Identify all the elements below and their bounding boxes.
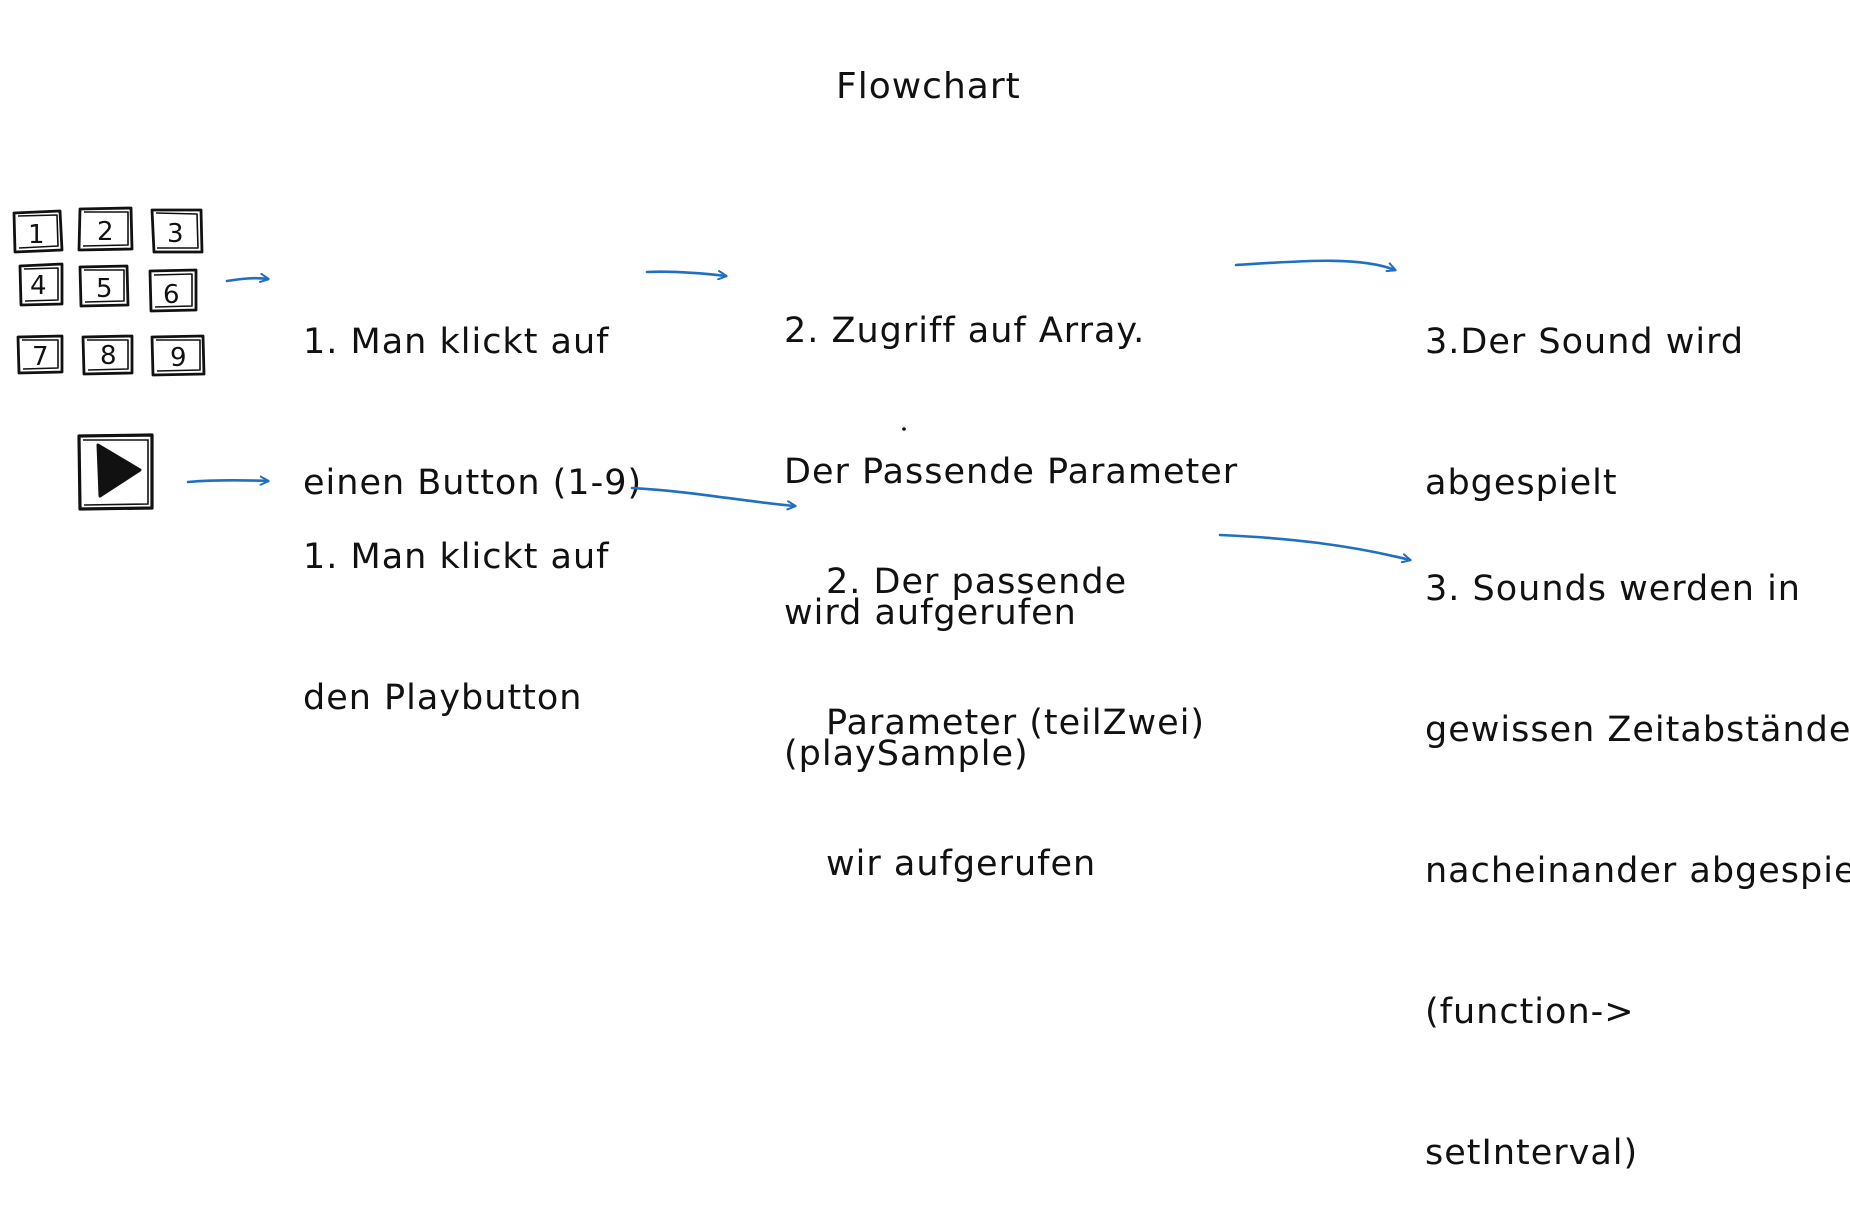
- row2-step2-line1: 2. Der passende: [826, 562, 1128, 602]
- row2-step2-line3: wir aufgerufen: [826, 844, 1097, 884]
- row2-step1-text: 1. Man klickt auf den Playbutton: [303, 440, 610, 769]
- row2-step3-line1: 3. Sounds werden in: [1425, 569, 1801, 609]
- numeric-keypad-icon: 1 2 3 4 5 6 7: [12, 206, 206, 377]
- row1-step1-text: 1. Man klickt auf einen Button (1-9): [303, 225, 642, 554]
- keypad-key-7: 7: [16, 334, 64, 375]
- row1-step2-line3: wird aufgerufen: [784, 593, 1077, 633]
- row2-step3-line5: setInterval): [1425, 1133, 1639, 1173]
- keypad-key-9: 9: [150, 334, 206, 377]
- keypad-key-2-label: 2: [97, 217, 114, 247]
- row1-arrow-step2-to-step3: [1234, 259, 1395, 270]
- row1-step2-line2: Der Passende Parameter: [784, 452, 1239, 492]
- diagram-title: Flowchart: [836, 66, 1021, 107]
- keypad-key-4-label: 4: [30, 271, 47, 301]
- keypad-key-5: 5: [78, 264, 130, 308]
- keypad-key-4: 4: [18, 262, 64, 307]
- keypad-key-1-label: 1: [28, 220, 45, 250]
- keypad-key-9-label: 9: [170, 343, 187, 373]
- row2-step1-line1: 1. Man klickt auf: [303, 537, 610, 577]
- row2-step3-line3: nacheinander abgespielt: [1425, 851, 1850, 891]
- row2-arrow-step2-to-step3: [1218, 533, 1410, 560]
- stray-dot: [902, 427, 906, 431]
- row2-arrow-step1-to-step2: [630, 486, 795, 506]
- play-button-icon: [77, 433, 154, 511]
- row1-step3-line2: abgespielt: [1425, 463, 1618, 503]
- keypad-key-6: 6: [148, 268, 198, 313]
- keypad-key-3: 3: [150, 208, 204, 254]
- row1-step1-line1: 1. Man klickt auf: [303, 322, 610, 362]
- keypad-key-2: 2: [77, 206, 134, 252]
- keypad-key-3-label: 3: [167, 219, 184, 249]
- keypad-key-6-label: 6: [163, 280, 180, 310]
- row1-step2-text: 2. Zugriff auf Array. Der Passende Param…: [784, 214, 1238, 825]
- row1-step3-text: 3.Der Sound wird abgespielt: [1425, 225, 1744, 554]
- keypad-key-8-label: 8: [100, 341, 117, 371]
- diagram-canvas: 1 2 3 4 5 6 7: [12, 206, 1850, 735]
- row1-step1-line2: einen Button (1-9): [303, 463, 643, 503]
- row2-step1-line2: den Playbutton: [303, 678, 583, 718]
- row1-step3-line1: 3.Der Sound wird: [1425, 322, 1745, 362]
- row1-arrow-step1-to-step2: [645, 272, 726, 276]
- keypad-key-7-label: 7: [32, 342, 49, 372]
- row1-arrow-keypad-to-step1: [225, 278, 268, 281]
- row2-step3-line4: (function->: [1425, 992, 1635, 1032]
- keypad-key-5-label: 5: [96, 274, 113, 304]
- keypad-key-1: 1: [12, 209, 64, 254]
- row1-step2-line1: 2. Zugriff auf Array.: [784, 311, 1146, 351]
- row2-arrow-play-to-step1: [186, 480, 268, 482]
- keypad-key-8: 8: [81, 334, 134, 376]
